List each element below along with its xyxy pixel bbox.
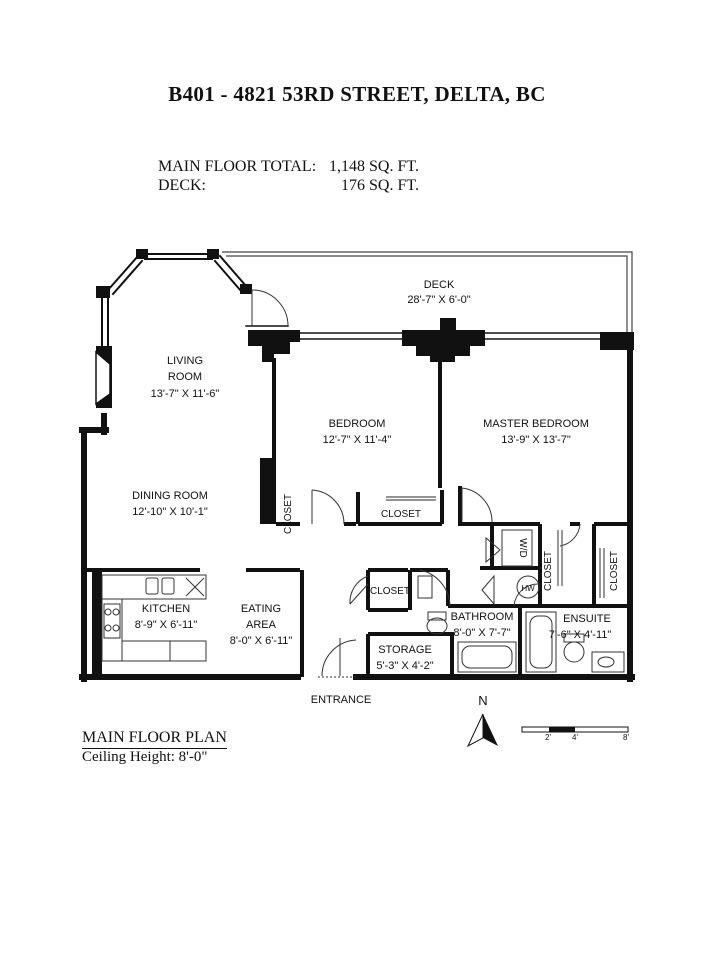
eating-area-size: 8'-0" X 6'-11" <box>230 635 293 647</box>
exterior-walls <box>79 253 635 682</box>
bedroom-label: BEDROOM <box>329 418 386 430</box>
north-arrow-icon: N <box>466 693 498 748</box>
interior-walls <box>84 358 630 677</box>
bathroom-label: BATHROOM <box>451 611 514 623</box>
bedroom-closet-label: CLOSET <box>381 509 421 520</box>
washer-dryer-label: W/D <box>517 538 528 557</box>
main-floor-total-label: MAIN FLOOR TOTAL: <box>158 158 317 175</box>
kitchen-size: 8'-9" X 6'-11" <box>135 619 198 631</box>
toilet-icon <box>417 575 585 663</box>
bedroom-size: 12'-7" X 11'-4" <box>323 434 392 446</box>
bathroom-size: 8'-0" X 7'-7" <box>453 627 510 639</box>
living-room-label-1: LIVING <box>167 355 203 367</box>
interior-wall-blocks <box>92 458 276 678</box>
eating-area-label-1: EATING <box>241 603 281 615</box>
exterior-wall-blocks <box>96 249 634 408</box>
eating-area-label-2: AREA <box>246 619 277 631</box>
dining-closet-label: CLOSET <box>283 494 294 534</box>
property-address-title: B401 - 4821 53RD STREET, DELTA, BC <box>168 82 546 106</box>
deck-outline <box>222 251 633 344</box>
kitchen-sink-icon <box>145 577 175 595</box>
north-label: N <box>478 693 487 708</box>
stove-icon <box>103 603 121 639</box>
master-bedroom-label: MASTER BEDROOM <box>483 418 589 430</box>
deck-label: DECK <box>424 279 455 291</box>
ensuite-label: ENSUITE <box>563 613 611 625</box>
living-room-label-2: ROOM <box>168 371 202 383</box>
laundry-closet-label: CLOSET <box>543 551 554 591</box>
deck-size: 28'-7" X 6'-0" <box>407 294 470 306</box>
bedroom-windows <box>300 332 600 340</box>
fireplace-icon <box>95 350 111 406</box>
hall-closet-label: CLOSET <box>370 586 410 597</box>
plan-label: MAIN FLOOR PLAN <box>82 729 227 749</box>
storage-label: STORAGE <box>378 644 432 656</box>
ensuite-closet-label: CLOSET <box>609 551 620 591</box>
dishwasher-icon <box>185 577 205 597</box>
kitchen-label: KITCHEN <box>142 603 190 615</box>
storage-size: 5'-3" X 4'-2" <box>376 660 433 672</box>
entrance-label: ENTRANCE <box>311 694 372 706</box>
master-bedroom-size: 13'-9" X 13'-7" <box>501 434 571 446</box>
scale-bar: 2' 4' 8' <box>521 726 629 742</box>
scale-label-8: 8' <box>623 733 629 742</box>
ensuite-size: 7'-6" X 4'-11" <box>549 629 612 641</box>
scale-label-4: 4' <box>572 733 578 742</box>
deck-total-value: 176 SQ. FT. <box>341 177 419 194</box>
hot-water-label: HW <box>521 584 535 593</box>
ceiling-height: Ceiling Height: 8'-0" <box>82 749 208 765</box>
kitchen-counters <box>101 574 207 662</box>
vanity-sink-icon <box>591 651 625 673</box>
living-room-size: 13'-7" X 11'-6" <box>151 388 220 400</box>
dining-room-label: DINING ROOM <box>132 490 208 502</box>
closet-sliders <box>386 496 605 598</box>
main-floor-total-value: 1,148 SQ. FT. <box>329 158 419 175</box>
deck-total-label: DECK: <box>158 177 206 194</box>
washer-dryer-icon <box>485 529 533 567</box>
dining-room-size: 12'-10" X 10'-1" <box>132 506 208 518</box>
hot-water-tank-icon <box>481 574 540 606</box>
bathtub-icon <box>457 611 557 673</box>
scale-label-2: 2' <box>545 733 551 742</box>
